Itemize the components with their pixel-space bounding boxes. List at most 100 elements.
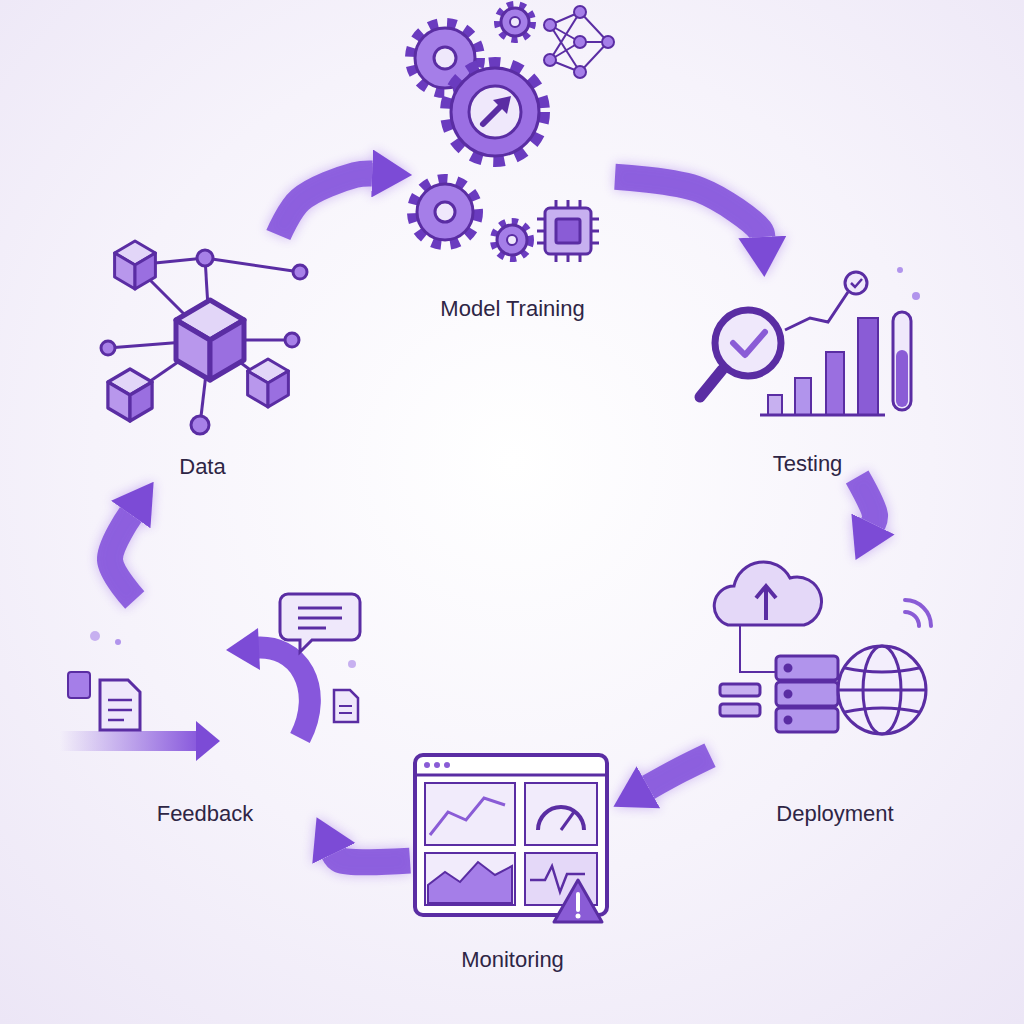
training-icon-part-part (417, 184, 473, 240)
monitoring-icon-part (428, 862, 512, 903)
training-icon-part-part (574, 36, 586, 48)
monitoring-icon-part (425, 783, 515, 845)
monitoring-icon-part (430, 798, 505, 835)
training-icon-part-part (435, 202, 455, 222)
feedback-icon-part (108, 719, 124, 722)
testing-icon-part (893, 312, 911, 410)
deployment-icon-part (740, 625, 776, 672)
training-icon-part (494, 222, 530, 258)
monitoring-icon-part (434, 762, 440, 768)
training-icon-part-part (413, 180, 477, 244)
monitoring-icon-part (576, 894, 580, 910)
feedback-icon-part (339, 712, 352, 714)
testing-icon-part (785, 292, 848, 330)
feedback-icon-part (100, 680, 140, 730)
training-icon-part-part (545, 208, 591, 254)
testing-icon-part (715, 310, 781, 376)
testing-icon-part (700, 370, 722, 397)
flow-arrow (615, 177, 762, 237)
feedback-icon-part (226, 628, 260, 670)
deployment-icon-part (838, 646, 926, 734)
data-icon-part (205, 258, 300, 272)
training-icon-part (447, 64, 543, 160)
training-icon-part (537, 200, 599, 262)
testing-icon (700, 267, 920, 415)
testing-icon-part (733, 332, 765, 355)
deployment-icon-part (720, 684, 760, 696)
stage-node: Model Training (410, 0, 615, 322)
feedback-icon-part (298, 607, 342, 610)
deployment-icon-part (756, 586, 776, 598)
training-icon-part-part (447, 64, 543, 160)
monitoring-icon-part (554, 880, 602, 922)
data-icon-part (101, 341, 115, 355)
training-icon-part-part (434, 47, 456, 69)
deployment-icon-part (776, 656, 838, 680)
node-label: Monitoring (461, 947, 564, 973)
flow-arrow (857, 477, 875, 524)
monitoring-icon-part (415, 774, 607, 777)
stage-node: Monitoring (410, 750, 615, 973)
flow-arrow (648, 755, 710, 787)
monitoring-icon-part (576, 914, 581, 919)
data-icon-part (176, 300, 244, 380)
data-icon-part (115, 241, 156, 289)
training-icon-part-part (574, 66, 586, 78)
monitoring-icon-part (561, 812, 574, 830)
data-icon-part (191, 416, 209, 434)
monitoring-icon-part (538, 807, 584, 830)
training-icon-part-part (493, 96, 511, 114)
feedback-icon-part (108, 699, 132, 702)
testing-icon-part (845, 272, 867, 294)
testing-icon-part (760, 414, 885, 417)
data-icon-part (285, 333, 299, 347)
testing-icon-part (795, 378, 811, 415)
deployment-icon-part (764, 588, 768, 620)
training-icon-part-part (544, 54, 556, 66)
training-icon-part-part (507, 235, 517, 245)
monitoring-icon (415, 755, 607, 922)
feedback-icon-part (60, 731, 200, 751)
monitoring-icon-part (424, 762, 430, 768)
deployment-icon-part (720, 704, 760, 716)
monitoring-icon-part (444, 762, 450, 768)
flow-arrow (334, 853, 410, 862)
node-label: Model Training (440, 296, 584, 322)
training-icon-part (544, 6, 614, 78)
deployment-icon-part (776, 708, 838, 732)
feedback-icon-part (68, 672, 90, 698)
training-icon-part-part (556, 219, 580, 243)
stage-node: Deployment (710, 560, 960, 827)
stage-node: Data (95, 235, 310, 480)
data-icon-part (248, 359, 289, 407)
deployment-icon-part (785, 665, 791, 671)
testing-icon-part (851, 279, 862, 287)
training-icon-part-part (469, 86, 521, 138)
feedback-icon-part (280, 594, 360, 652)
deployment-icon-part (776, 682, 838, 706)
stage-node: Testing (690, 265, 925, 477)
deployment-icon-part (785, 717, 791, 723)
node-label: Deployment (776, 801, 893, 827)
flow-arrow (278, 173, 372, 235)
feedback-icon-part (334, 690, 358, 722)
feedback-icon-part (252, 647, 310, 738)
feedback-icon-part (339, 705, 352, 707)
feedback-icon (60, 594, 360, 761)
deployment-icon-part (905, 600, 931, 626)
testing-icon-part (768, 395, 782, 415)
training-icon-part-part (602, 36, 614, 48)
testing-icon-part (912, 292, 920, 300)
training-icon-part-part (510, 17, 520, 27)
feedback-icon-part (90, 631, 100, 641)
training-icon-part-part (451, 68, 539, 156)
testing-icon-part (897, 267, 903, 273)
flow-arrow (110, 515, 135, 600)
training-icon-part (498, 5, 532, 39)
testing-icon-part (826, 352, 844, 415)
feedback-icon-part (108, 709, 132, 712)
node-label: Testing (773, 451, 843, 477)
data-icon-part (293, 265, 307, 279)
